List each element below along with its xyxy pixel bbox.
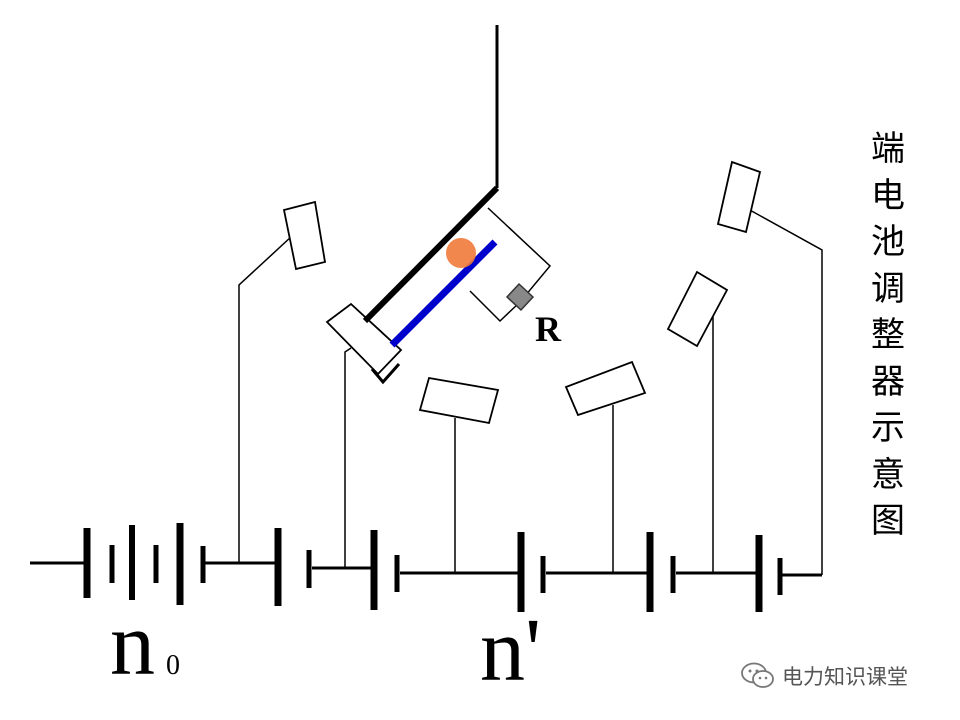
contact-stud-2 xyxy=(325,302,403,376)
resistor-label: R xyxy=(535,309,562,349)
battery-group-n0 xyxy=(83,523,206,605)
tap-wires xyxy=(238,208,823,575)
title-char: 器 xyxy=(871,361,905,402)
title-char: 意 xyxy=(871,454,905,495)
title-char: 示 xyxy=(871,408,905,448)
contact-stud-4 xyxy=(564,360,647,417)
slider-contact xyxy=(446,238,476,268)
vertical-title: 端 电 池 调 整 器 示 意 图 xyxy=(866,126,910,545)
title-char: 整 xyxy=(871,315,905,355)
resistor xyxy=(505,282,535,312)
contact-stud-1 xyxy=(282,200,327,271)
title-char: 电 xyxy=(871,175,905,216)
contact-stud-5 xyxy=(666,270,729,348)
main-bus xyxy=(30,561,822,577)
watermark-text: 电力知识课堂 xyxy=(782,665,908,689)
wechat-icon xyxy=(741,662,774,688)
contact-stud-3 xyxy=(418,376,500,425)
n0-label: n xyxy=(110,595,155,694)
watermark: 电力知识课堂 xyxy=(740,660,908,692)
contact-studs xyxy=(282,160,762,425)
brush-tip xyxy=(370,363,401,385)
title-char: 池 xyxy=(871,222,905,262)
contact-stud-6 xyxy=(716,160,762,234)
title-char: 图 xyxy=(871,501,905,541)
title-char: 端 xyxy=(871,129,905,169)
nprime-label: n' xyxy=(480,601,541,700)
n0-subscript: 0 xyxy=(166,650,180,681)
battery-cells-tapped xyxy=(274,528,783,612)
title-char: 调 xyxy=(871,268,905,309)
slider-rail xyxy=(389,239,498,348)
